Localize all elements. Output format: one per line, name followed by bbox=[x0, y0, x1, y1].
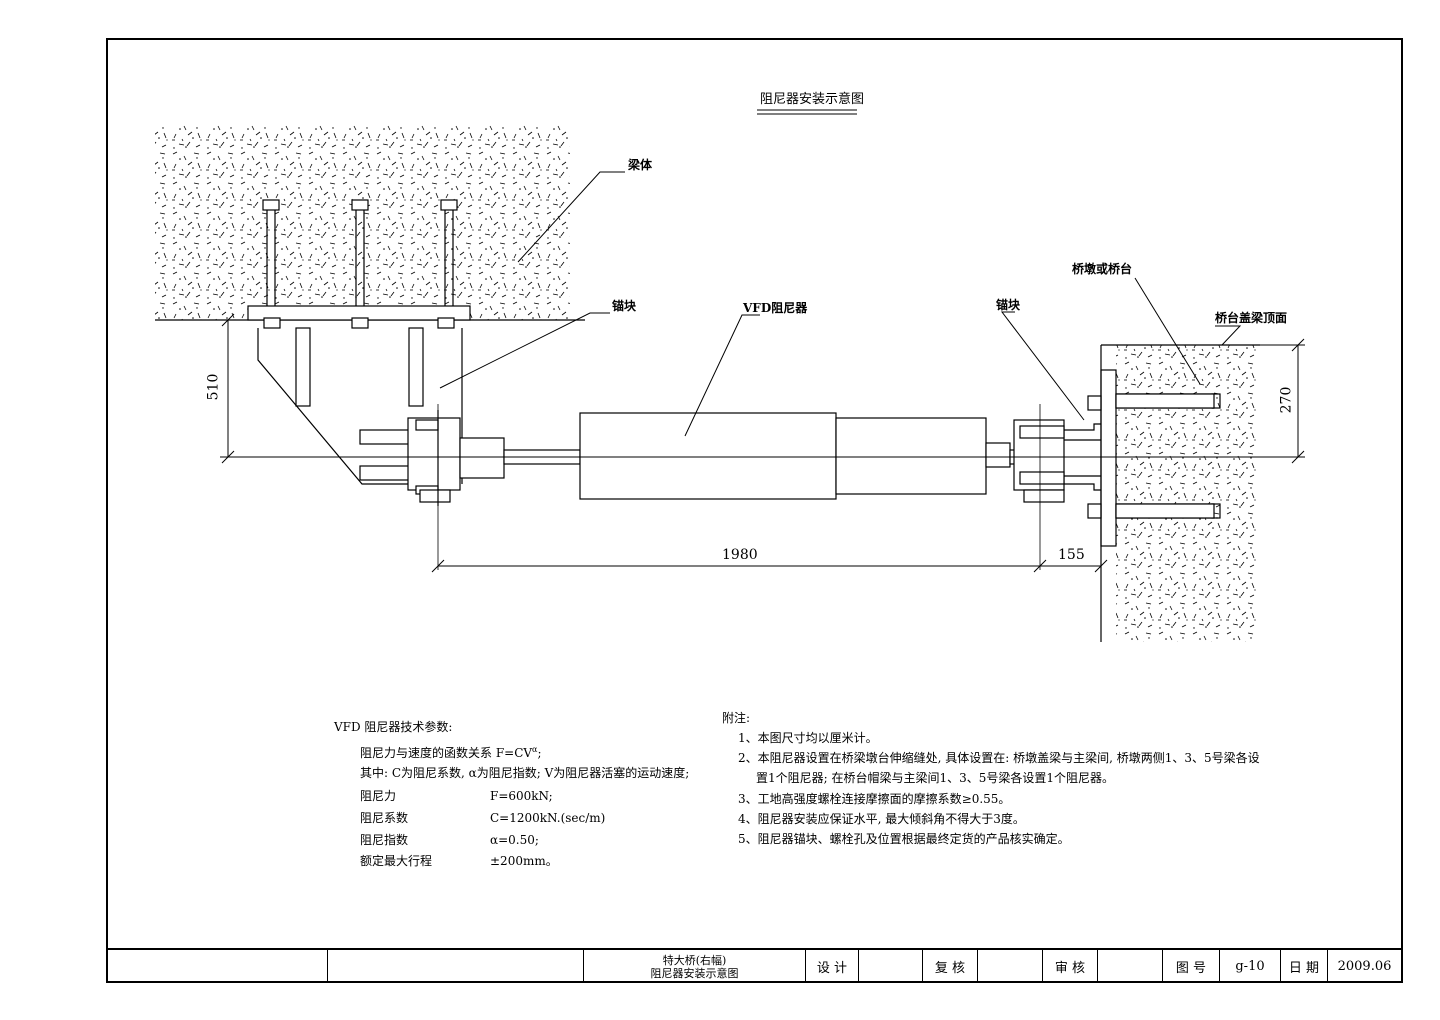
tb-design-value bbox=[859, 950, 923, 983]
beam-concrete bbox=[155, 125, 570, 320]
label-beam: 梁体 bbox=[628, 158, 653, 172]
tb-blank-1 bbox=[106, 950, 328, 983]
param-name-1: 阻尼系数 bbox=[360, 811, 409, 825]
tb-date-label: 日 期 bbox=[1281, 950, 1328, 983]
label-anchor-right: 锚块 bbox=[996, 298, 1021, 312]
param-name-2: 阻尼指数 bbox=[360, 833, 409, 847]
leader-lines bbox=[439, 171, 1242, 437]
params-relation: 阻尼力与速度的函数关系 F=CVα; bbox=[360, 745, 542, 760]
tb-date: 2009.06 bbox=[1337, 959, 1392, 974]
label-damper: VFD阻尼器 bbox=[743, 301, 808, 315]
param-name-0: 阻尼力 bbox=[360, 789, 397, 803]
note-2-cont: 置1个阻尼器; 在桥台帽梁与主梁间1、3、5号梁各设置1个阻尼器。 bbox=[756, 771, 1115, 785]
tb-review-value bbox=[1098, 950, 1163, 983]
left-anchor-block bbox=[247, 305, 505, 506]
note-1: 1、本图尺寸均以厘米计。 bbox=[738, 731, 878, 745]
tb-project-line1: 特大桥(右幅) bbox=[662, 953, 727, 967]
tb-drawing-no: g-10 bbox=[1220, 950, 1281, 983]
note-5: 5、阻尼器锚块、螺栓孔及位置根据最终定货的产品核实确定。 bbox=[738, 832, 1070, 846]
title-block: 特大桥(右幅) 阻尼器安装示意图 设 计 复 核 审 核 图 号 g-10 日 … bbox=[106, 948, 1403, 983]
note-3: 3、工地高强度螺栓连接摩擦面的摩擦系数≥0.55。 bbox=[738, 792, 1011, 806]
label-cap-top: 桥台盖梁顶面 bbox=[1215, 311, 1288, 325]
note-2: 2、本阻尼器设置在桥梁墩台伸缩缝处, 具体设置在: 桥墩盖梁与主梁间, 桥墩两侧… bbox=[738, 751, 1260, 765]
dim-270: 270 bbox=[1278, 386, 1295, 414]
beam-anchor-bolts bbox=[262, 199, 458, 320]
dim-1980: 1980 bbox=[722, 547, 758, 563]
tb-review-label: 审 核 bbox=[1043, 950, 1098, 983]
dim-510-line bbox=[215, 313, 250, 464]
param-value-1: C=1200kN.(sec/m) bbox=[490, 811, 606, 825]
note-4: 4、阻尼器安装应保证水平, 最大倾斜角不得大于3度。 bbox=[738, 812, 1025, 826]
tb-project-line2: 阻尼器安装示意图 bbox=[650, 966, 739, 980]
tb-check-value bbox=[978, 950, 1043, 983]
drawing-frame bbox=[106, 38, 1403, 983]
param-value-0: F=600kN; bbox=[490, 789, 553, 803]
params-heading: VFD 阻尼器技术参数: bbox=[334, 720, 453, 734]
params-where: 其中: C为阻尼系数, α为阻尼指数; V为阻尼器活塞的运动速度; bbox=[360, 766, 690, 780]
dim-510: 510 bbox=[205, 373, 222, 401]
drawing-title: 阻尼器安装示意图 bbox=[760, 92, 865, 107]
param-value-2: α=0.50; bbox=[490, 833, 539, 847]
pier-concrete bbox=[1116, 345, 1259, 642]
notes-heading: 附注: bbox=[722, 711, 751, 725]
dim-270-line bbox=[1260, 338, 1305, 464]
tb-drawing-no-label: 图 号 bbox=[1163, 950, 1220, 983]
tb-check-label: 复 核 bbox=[923, 950, 978, 983]
tb-blank-2 bbox=[328, 950, 584, 983]
label-anchor-left: 锚块 bbox=[612, 299, 637, 313]
param-value-3: ±200mm。 bbox=[490, 854, 558, 868]
dim-bottom-line bbox=[431, 548, 1108, 573]
vfd-damper bbox=[503, 412, 1023, 500]
tb-design-label: 设 计 bbox=[806, 950, 859, 983]
dim-155: 155 bbox=[1058, 547, 1085, 563]
label-pier: 桥墩或桥台 bbox=[1072, 262, 1133, 276]
tb-project: 特大桥(右幅) 阻尼器安装示意图 bbox=[584, 950, 806, 983]
param-name-3: 额定最大行程 bbox=[360, 854, 433, 868]
